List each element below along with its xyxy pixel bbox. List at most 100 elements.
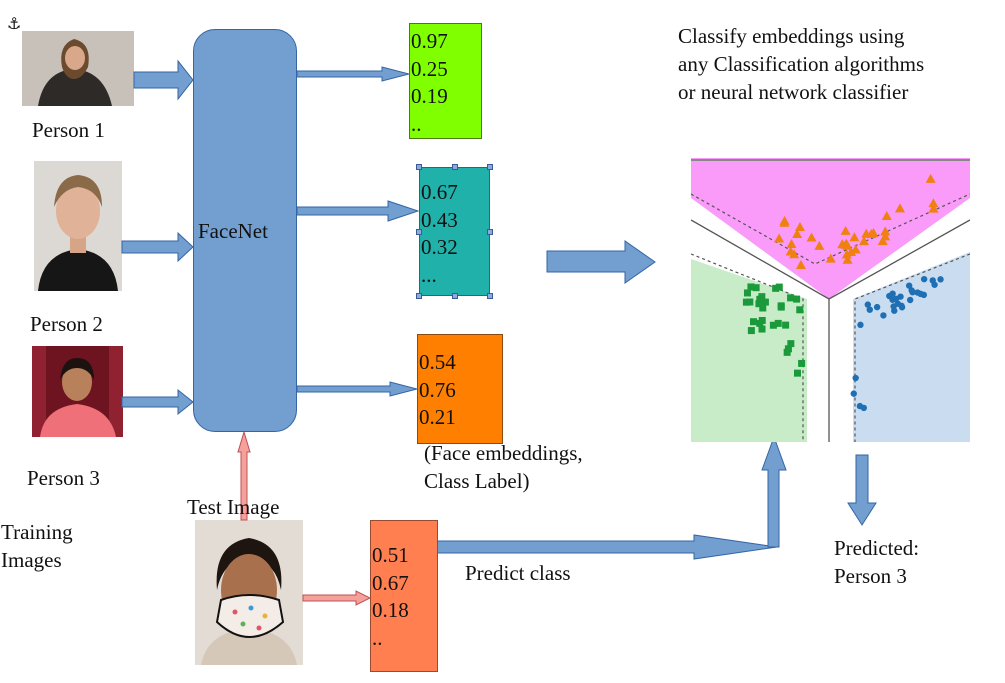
embedding-2-value: ... [421, 262, 437, 287]
test-image-label: Test Image [187, 495, 280, 519]
class-green-point [755, 300, 763, 308]
arrow-predict-class-vertical [761, 435, 787, 548]
arrow-person1-to-facenet [133, 59, 194, 101]
class-green-point [743, 289, 751, 297]
arrow-to-predicted [847, 454, 877, 526]
class-orange-point [868, 228, 879, 238]
class-orange-point [880, 226, 891, 236]
class-blue-point [917, 290, 924, 298]
arrow-predict-class-horizontal [436, 534, 778, 560]
class-blue-point [905, 282, 913, 289]
arrow-to-classifier [546, 240, 656, 284]
embedding-1-value: 0.19 [411, 84, 448, 108]
class-blue-point [873, 303, 881, 311]
classifier-regions [691, 158, 970, 442]
class-green-point [787, 294, 795, 302]
embedding-1-value: 0.97 [411, 29, 448, 53]
class-blue-point [857, 321, 864, 329]
embedding-2-value: 0.32 [421, 235, 458, 259]
arrow-person2-to-facenet [121, 231, 194, 263]
class-green-point [761, 298, 769, 306]
class-orange-point [789, 249, 800, 259]
class-blue-point [906, 296, 914, 304]
person-1-label: Person 1 [32, 118, 105, 142]
embedding-3-value: 0.54 [419, 350, 456, 374]
embedding-3-value: 0.21 [419, 405, 456, 429]
selection-handle[interactable] [416, 229, 422, 235]
person-2-label: Person 2 [30, 312, 103, 336]
embedding-1-value: 0.25 [411, 56, 448, 81]
class-orange-point [928, 198, 939, 208]
class-green-point [746, 298, 754, 306]
class-orange-point [858, 236, 869, 246]
class-orange-point [881, 210, 892, 220]
selection-handle[interactable] [487, 164, 493, 170]
class-green-point [774, 319, 782, 327]
test-embedding-value: 0.51 [372, 543, 409, 567]
selection-handle[interactable] [452, 293, 458, 299]
class-blue-point [864, 301, 872, 308]
class-orange-point [840, 225, 851, 235]
class-orange-point [841, 249, 852, 259]
class-orange-point [786, 239, 797, 249]
test-embedding-box: 0.51 0.67 0.18 .. [370, 520, 438, 672]
class-orange-point [842, 240, 853, 250]
embedding-box-3: 0.54 0.76 0.21 [417, 334, 503, 444]
class-green-point [794, 369, 802, 377]
class-orange-point [792, 228, 803, 238]
person-2-figure [34, 161, 122, 291]
person-3-photo [32, 346, 123, 437]
class-green-point [793, 295, 801, 303]
arrow-test-to-embedding [302, 590, 372, 606]
class-orange-point [846, 247, 857, 257]
class-orange-point [814, 240, 825, 250]
class-orange-point [842, 254, 853, 264]
class-blue-point [852, 374, 859, 382]
class-blue-point [898, 304, 906, 311]
embedding-2-value: 0.43 [421, 207, 458, 232]
person-3-figure [32, 346, 123, 437]
class-orange-point [861, 228, 872, 238]
class-blue-point [897, 293, 904, 300]
class-green-point [777, 303, 785, 311]
person-1-photo [22, 31, 134, 106]
selection-handle[interactable] [487, 293, 493, 299]
classifier-plot [691, 158, 970, 442]
class-green-point [758, 325, 766, 333]
arrow-person3-to-facenet [121, 388, 194, 416]
class-green-point [783, 348, 791, 356]
class-green-point [796, 306, 804, 314]
class-orange-point [825, 253, 836, 263]
test-embedding-value: 0.18 [372, 598, 409, 622]
test-embedding-value: 0.67 [372, 570, 409, 595]
class-orange-point [774, 233, 785, 243]
class-green-point [759, 304, 767, 312]
class-green-point [775, 283, 783, 291]
person-2-photo [34, 161, 122, 291]
test-embedding-value: .. [372, 625, 383, 650]
class-orange-point [895, 203, 906, 213]
class-orange-point [925, 173, 936, 183]
selection-handle[interactable] [416, 164, 422, 170]
class-blue-point [860, 404, 868, 412]
test-image-photo [195, 520, 303, 665]
class-green-point [769, 321, 777, 329]
predict-class-label: Predict class [465, 561, 571, 585]
training-images-label: Training Images [1, 520, 73, 572]
class-blue-point [908, 287, 915, 294]
class-green-point [787, 340, 795, 348]
selection-handle[interactable] [487, 229, 493, 235]
class-green-point [752, 284, 760, 292]
predicted-label: Predicted: Person 3 [834, 536, 920, 588]
embedding-box-2[interactable]: 0.67 0.43 0.32 ... [419, 167, 490, 296]
class-orange-point [877, 235, 888, 245]
class-green-point [784, 345, 792, 353]
class-blue-point [880, 312, 887, 319]
selection-handle[interactable] [452, 164, 458, 170]
facenet-block [193, 29, 297, 432]
class-green-point [782, 321, 790, 329]
class-green-point [756, 319, 764, 327]
anchor-icon: ⚓ [7, 14, 22, 33]
selection-handle[interactable] [416, 293, 422, 299]
